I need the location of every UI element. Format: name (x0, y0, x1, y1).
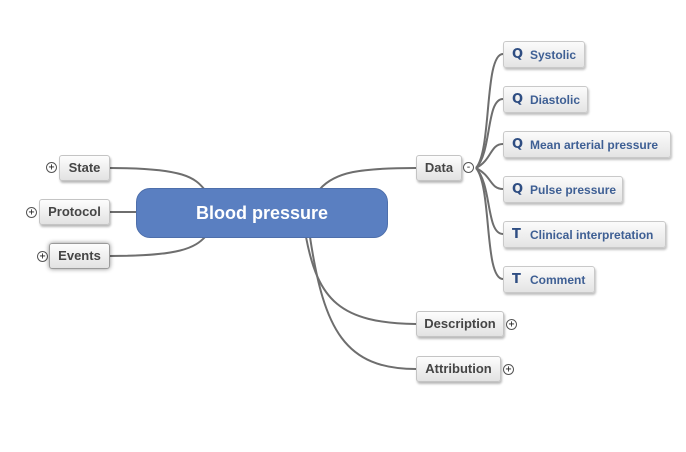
leaf-label: Comment (530, 272, 586, 287)
central-topic[interactable]: Blood pressure (136, 188, 388, 238)
connector-systolic (475, 53, 504, 169)
leaf-pulse-pressure[interactable]: Q Pulse pressure (503, 176, 623, 203)
connector-diastolic (475, 98, 504, 169)
topic-attribution[interactable]: Attribution (416, 356, 501, 382)
connector-data (319, 167, 417, 190)
text-icon: T (512, 272, 521, 287)
leaf-diastolic[interactable]: Q Diastolic (503, 86, 588, 113)
connector-description (305, 236, 417, 325)
leaf-clinical-interpretation[interactable]: T Clinical interpretation (503, 221, 666, 248)
leaf-label: Mean arterial pressure (530, 137, 659, 152)
topic-state[interactable]: State (59, 155, 110, 181)
topic-data[interactable]: Data (416, 155, 462, 181)
description-expand-toggle[interactable]: + (506, 319, 517, 330)
quantity-icon: Q (512, 137, 524, 152)
leaf-systolic[interactable]: Q Systolic (503, 41, 585, 68)
connector-events (109, 235, 207, 257)
connector-comment (475, 167, 504, 280)
attribution-expand-toggle[interactable]: + (503, 364, 514, 375)
connector-attribution (309, 236, 417, 370)
protocol-expand-toggle[interactable]: + (26, 207, 37, 218)
quantity-icon: Q (512, 182, 524, 197)
leaf-label: Clinical interpretation (530, 227, 654, 242)
leaf-label: Systolic (530, 47, 577, 62)
events-expand-toggle[interactable]: + (37, 251, 48, 262)
topic-protocol[interactable]: Protocol (39, 199, 110, 225)
connector-mean-arterial (475, 143, 504, 169)
leaf-label: Pulse pressure (530, 182, 617, 197)
text-icon: T (512, 227, 521, 242)
connector-state (109, 167, 206, 191)
leaf-comment[interactable]: T Comment (503, 266, 595, 293)
leaf-label: Diastolic (530, 92, 581, 107)
data-collapse-toggle[interactable]: - (463, 162, 474, 173)
leaf-mean-arterial-pressure[interactable]: Q Mean arterial pressure (503, 131, 671, 158)
quantity-icon: Q (512, 47, 524, 62)
topic-description[interactable]: Description (416, 311, 504, 337)
quantity-icon: Q (512, 92, 524, 107)
connector-pulse-pressure (475, 167, 504, 190)
topic-events[interactable]: Events (49, 243, 110, 269)
state-expand-toggle[interactable]: + (46, 162, 57, 173)
